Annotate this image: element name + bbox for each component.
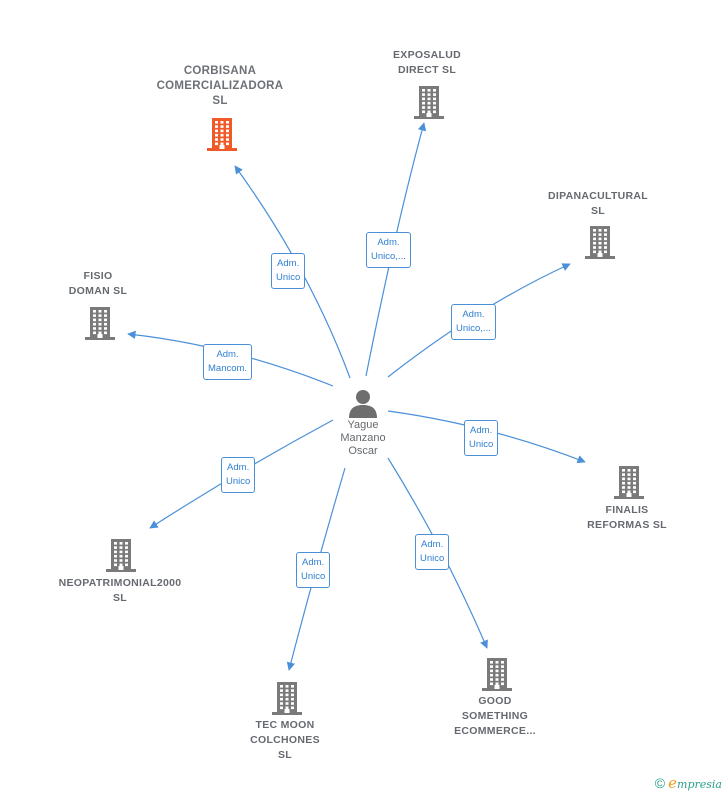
company-node-fisio[interactable] bbox=[84, 305, 116, 341]
company-node-dipanacultural[interactable] bbox=[584, 224, 616, 260]
company-node-corbisana[interactable] bbox=[206, 116, 238, 152]
person-name-line: Yague bbox=[347, 419, 379, 431]
company-name-line: SL bbox=[112, 592, 128, 604]
company-name-tecmoon[interactable]: TEC MOON COLCHONES SL bbox=[210, 718, 360, 763]
company-name-line: DOMAN SL bbox=[68, 285, 128, 297]
company-name-text: FINALIS REFORMAS SL bbox=[552, 503, 702, 533]
relation-label-tecmoon[interactable]: Adm. Unico bbox=[296, 552, 331, 588]
relation-label-corbisana[interactable]: Adm. Unico bbox=[271, 253, 306, 289]
company-node-good[interactable] bbox=[481, 656, 513, 692]
relation-label-dipanacultural[interactable]: Adm. Unico,... bbox=[451, 304, 496, 340]
building-icon bbox=[414, 86, 444, 119]
relation-label-line: Mancom. bbox=[208, 363, 248, 374]
company-name-line: FINALIS bbox=[605, 504, 649, 516]
company-name-text: FISIO DOMAN SL bbox=[23, 269, 173, 299]
person-name-line: Oscar bbox=[348, 445, 378, 457]
person-name-line: Manzano bbox=[340, 432, 386, 444]
company-name-line: ECOMMERCE... bbox=[454, 725, 536, 737]
relation-label-line: Unico bbox=[226, 476, 251, 487]
relation-label-line: Unico bbox=[276, 272, 301, 283]
building-icon bbox=[207, 118, 237, 151]
company-name-line: REFORMAS SL bbox=[587, 519, 667, 531]
company-name-line: COMERCIALIZADORA bbox=[156, 80, 284, 92]
relation-label-line: Adm. bbox=[277, 258, 300, 269]
relation-label-line: Adm. bbox=[470, 425, 493, 436]
building-icon bbox=[482, 658, 512, 691]
building-icon bbox=[614, 466, 644, 499]
company-name-exposalud[interactable]: EXPOSALUD DIRECT SL bbox=[352, 48, 502, 78]
relation-label-line: Adm. bbox=[302, 557, 325, 568]
relation-label-line: Adm. bbox=[216, 349, 239, 360]
building-icon bbox=[585, 226, 615, 259]
company-name-line: GOOD bbox=[478, 695, 512, 707]
brand-logo: © empresia bbox=[655, 774, 722, 792]
company-name-text: GOOD SOMETHING ECOMMERCE... bbox=[420, 694, 570, 739]
relation-label-line: Unico,... bbox=[371, 251, 406, 262]
person-node[interactable]: Yague Manzano Oscar bbox=[318, 387, 408, 458]
company-node-neopatrimonial[interactable] bbox=[105, 537, 137, 573]
company-name-line: SL bbox=[212, 95, 228, 107]
company-name-finalis[interactable]: FINALIS REFORMAS SL bbox=[552, 503, 702, 533]
person-name: Yague Manzano Oscar bbox=[318, 419, 408, 458]
company-node-finalis[interactable] bbox=[613, 464, 645, 500]
building-icon bbox=[85, 307, 115, 340]
company-name-dipanacultural[interactable]: DIPANACULTURAL SL bbox=[523, 189, 673, 219]
relation-label-neopatrimonial[interactable]: Adm. Unico bbox=[221, 457, 256, 493]
company-name-text: TEC MOON COLCHONES SL bbox=[210, 718, 360, 763]
company-name-line: SOMETHING bbox=[461, 710, 529, 722]
relation-label-good[interactable]: Adm. Unico bbox=[415, 534, 450, 570]
company-name-line: CORBISANA bbox=[183, 65, 257, 77]
brand-name: mpresia bbox=[677, 778, 722, 791]
company-name-line: NEOPATRIMONIAL2000 bbox=[58, 577, 182, 589]
relation-label-line: Unico bbox=[469, 439, 494, 450]
building-icon bbox=[272, 682, 302, 715]
company-name-line: TEC MOON bbox=[255, 719, 315, 731]
building-icon bbox=[106, 539, 136, 572]
company-name-fisio[interactable]: FISIO DOMAN SL bbox=[23, 269, 173, 299]
company-name-line: SL bbox=[590, 205, 606, 217]
company-name-text: DIPANACULTURAL SL bbox=[523, 189, 673, 219]
company-name-text: CORBISANA COMERCIALIZADORA SL bbox=[145, 64, 295, 109]
company-name-line: EXPOSALUD bbox=[392, 49, 462, 61]
company-name-line: FISIO bbox=[83, 270, 113, 282]
brand-initial: e bbox=[668, 774, 678, 792]
company-name-corbisana[interactable]: CORBISANA COMERCIALIZADORA SL bbox=[145, 64, 295, 109]
relation-label-line: Adm. bbox=[377, 237, 400, 248]
copyright-symbol: © bbox=[654, 775, 666, 791]
company-name-line: SL bbox=[277, 749, 293, 761]
relation-label-line: Unico bbox=[301, 571, 326, 582]
relation-label-line: Adm. bbox=[462, 309, 485, 320]
relation-label-line: Adm. bbox=[421, 539, 444, 550]
company-name-good[interactable]: GOOD SOMETHING ECOMMERCE... bbox=[420, 694, 570, 739]
company-name-line: DIPANACULTURAL bbox=[547, 190, 649, 202]
company-name-line: COLCHONES bbox=[250, 734, 320, 746]
relation-label-line: Unico bbox=[420, 553, 445, 564]
company-name-line: DIRECT SL bbox=[397, 64, 457, 76]
person-icon bbox=[349, 390, 377, 418]
relation-label-line: Unico,... bbox=[456, 323, 491, 334]
relation-label-fisio[interactable]: Adm. Mancom. bbox=[203, 344, 253, 380]
relation-label-exposalud[interactable]: Adm. Unico,... bbox=[366, 232, 411, 268]
company-node-tecmoon[interactable] bbox=[271, 680, 303, 716]
company-node-exposalud[interactable] bbox=[413, 84, 445, 120]
relation-label-finalis[interactable]: Adm. Unico bbox=[464, 420, 499, 456]
company-name-text: EXPOSALUD DIRECT SL bbox=[352, 48, 502, 78]
relation-label-line: Adm. bbox=[227, 462, 250, 473]
